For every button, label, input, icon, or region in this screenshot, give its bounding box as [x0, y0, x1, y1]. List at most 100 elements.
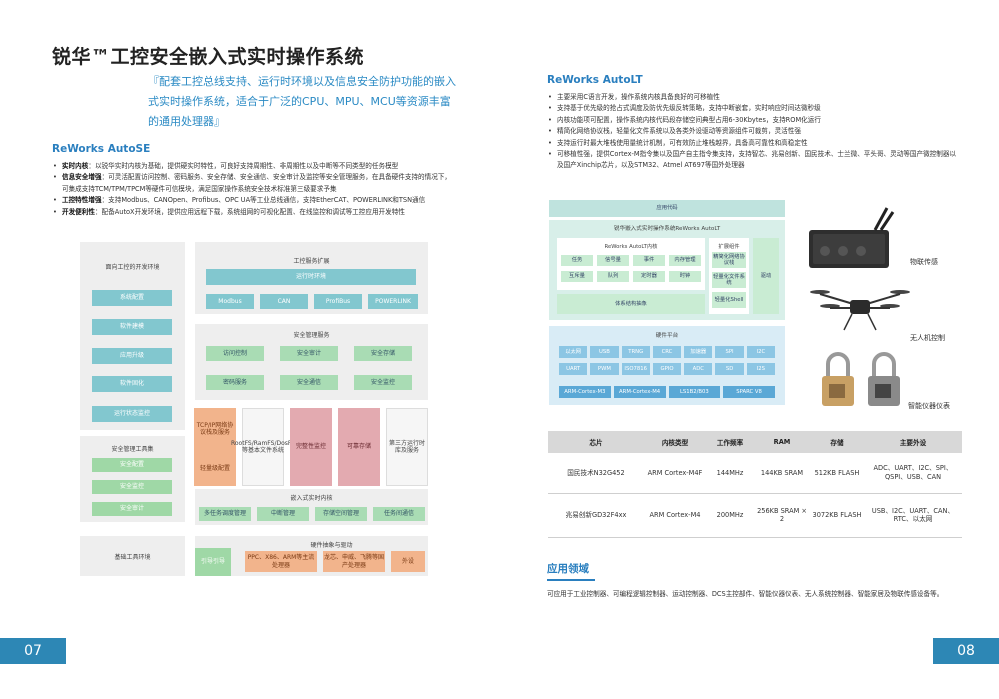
list-item: 开发便利性：配备AutoX开发环境，提供应用远程下载，系统组网的可视化配置、在线… — [52, 207, 452, 219]
hw-cell: LS1B2/B03 — [668, 386, 721, 398]
diagram-box-modeling: 软件建模 — [92, 319, 172, 335]
left-page: 锐华™工控安全嵌入式实时操作系统 『配套工控总线支持、运行时环境以及信息安全防护… — [0, 0, 499, 699]
diagram-box-upgrade: 应用升级 — [92, 348, 172, 364]
diagram-box-domestic-cpu: 龙芯、申威、飞腾等国产处理器 — [323, 551, 385, 572]
ext-filesystem: 轻量化文件系统 — [712, 272, 746, 288]
hw-cell: TRNG — [621, 346, 650, 358]
diagram-box-safety-config: 安全配置 — [92, 458, 172, 472]
page-title: 锐华™工控安全嵌入式实时操作系统 — [52, 46, 365, 68]
cell-task: 任务 — [561, 255, 593, 266]
table-cell: ARM Cortex-M4 — [644, 493, 706, 538]
list-item: 支持基于优先级的抢占式调度及防优先级反转策略，支持中断嵌套，实时响应时间达微秒级 — [547, 103, 961, 115]
chip-spec-table: 芯片 内核类型 工作频率 RAM 存储 主要外设 国民技术N32G452 ARM… — [548, 431, 962, 538]
table-row: 国民技术N32G452 ARM Cortex-M4F 144MHz 144KB … — [548, 453, 962, 494]
ext-title: 扩展组件 — [718, 244, 740, 250]
table-cell: ARM Cortex-M4F — [644, 453, 706, 494]
diagram-box-scheduling: 多任务调度管理 — [199, 507, 251, 521]
table-row: 兆易创新GD32F4xx ARM Cortex-M4 200MHz 256KB … — [548, 493, 962, 538]
dev-environment-title: 面向工控的开发环境 — [105, 264, 160, 271]
hw-cell: I2S — [746, 363, 775, 375]
cell-timer: 定时器 — [633, 271, 665, 282]
security-services-title: 安全管理服务 — [293, 332, 330, 339]
hw-cell: I2C — [746, 346, 775, 358]
diagram-box-tcpip: TCP/IP网络协议栈及服务 轻量级配置 — [194, 408, 236, 486]
dev-environment-panel — [80, 242, 185, 430]
hw-cell: CRC — [652, 346, 682, 358]
table-cell: 512KB FLASH — [810, 453, 864, 494]
diagram-box-can: CAN — [260, 294, 308, 309]
col-header-ram: RAM — [754, 431, 810, 453]
table-header-row: 芯片 内核类型 工作频率 RAM 存储 主要外设 — [548, 431, 962, 453]
autose-architecture-diagram: 面向工控的开发环境 系统配置 软件建模 应用升级 软件固化 运行状态监控 安全管… — [80, 242, 428, 580]
diagram-box-access-control: 访问控制 — [206, 346, 264, 361]
diagram-box-ipc: 任务间通信 — [373, 507, 425, 521]
diagram-box-trusted-storage: 可靠存储 — [338, 408, 380, 486]
diagram-box-profibus: ProfiBus — [314, 294, 362, 309]
diagram-box-interrupt: 中断管理 — [257, 507, 309, 521]
list-item: 实时内核：以锐华实时内核为基础，提供硬实时特性，可良好支持周期性、非周期性以及中… — [52, 161, 452, 173]
list-item: 内核功能项可配置，操作系统内核代码段存储空间典型占用6-30Kbytes，支持R… — [547, 115, 961, 127]
page-number-right: 08 — [933, 638, 999, 664]
col-header-freq: 工作频率 — [706, 431, 754, 453]
diagram-box-crypto: 密码服务 — [206, 375, 264, 390]
diagram-box-third-party: 第三方运行时库及服务 — [386, 408, 428, 486]
hw-cell: GPIO — [652, 363, 682, 375]
application-text: 可应用于工业控制器、可编程逻辑控制器、运动控制器、DCS主控部件、智能仪器仪表、… — [547, 590, 944, 598]
tcpip-label: TCP/IP网络协议栈及服务 — [196, 421, 234, 437]
diagram-box-modbus: Modbus — [206, 294, 254, 309]
table-cell: 国民技术N32G452 — [548, 453, 644, 494]
table-cell: 3072KB FLASH — [810, 493, 864, 538]
table-cell: 144MHz — [706, 453, 754, 494]
col-header-peripherals: 主要外设 — [864, 431, 962, 453]
hw-cell: UART — [559, 363, 588, 375]
table-cell: 200MHz — [706, 493, 754, 538]
os-title: 锐华嵌入式实时操作系统ReWorks AutoLT — [613, 226, 721, 232]
hw-cell: ARM-Cortex-M3 — [559, 386, 611, 398]
heading-underline — [547, 579, 595, 581]
diagram-box-runtime-monitor: 运行状态监控 — [92, 406, 172, 422]
hw-cell: PWM — [590, 363, 619, 375]
list-item: 工控特性增强：支持Modbus、CANOpen、Profibus、OPC UA等… — [52, 195, 452, 207]
table-cell: USB、I2C、UART、CAN、RTC、以太网 — [864, 493, 962, 538]
hw-cell: ARM-Cortex-M4 — [613, 386, 666, 398]
kernel-title: 嵌入式实时内核 — [290, 495, 333, 502]
hw-cell: 加速器 — [684, 346, 713, 358]
section-heading-autolt: ReWorks AutoLT — [547, 74, 643, 86]
page-number-left: 07 — [0, 638, 66, 664]
col-header-storage: 存储 — [810, 431, 864, 453]
cell-clock: 时钟 — [669, 271, 701, 282]
hw-cell: SPARC V8 — [723, 386, 775, 398]
hw-cell: ADC — [684, 363, 713, 375]
hw-cell: ISO7816 — [621, 363, 650, 375]
diagram-box-app-code: 应用代码 — [549, 200, 785, 217]
list-item: 精简化网络协议栈，轻量化文件系统以及各类外设驱动等资源组件可裁剪，灵活性强 — [547, 126, 961, 138]
hw-title: 硬件平台 — [655, 333, 679, 339]
list-item: 主要采用C语言开发，操作系统内核具备良好的可移植性 — [547, 92, 961, 104]
diagram-box-hal: 体系结构抽象 — [557, 294, 705, 314]
cell-memory: 内存管理 — [669, 255, 701, 266]
ext-services-title: 工控服务扩展 — [293, 258, 330, 265]
list-item: 支持运行时最大堆栈使用量统计机制，可有效防止堆栈越界，具备高可靠性和高稳定性 — [547, 138, 961, 150]
cell-semaphore: 信号量 — [597, 255, 629, 266]
section-heading-autose: ReWorks AutoSE — [52, 143, 151, 155]
ext-netstack: 精简化网络协议栈 — [712, 252, 746, 268]
cell-event: 事件 — [633, 255, 665, 266]
ext-shell: 轻量化Shell — [712, 292, 746, 308]
lightweight-label: 轻量级配置 — [199, 464, 230, 472]
autose-feature-list: 实时内核：以锐华实时内核为基础，提供硬实时特性，可良好支持周期性、非周期性以及中… — [52, 161, 452, 218]
diagram-box-memory: 存储空间管理 — [315, 507, 367, 521]
application-heading: 应用领域 — [547, 563, 589, 575]
hw-cell: USB — [590, 346, 619, 358]
autolt-kernel-title: ReWorks AutoLT内核 — [604, 244, 658, 250]
col-header-core: 内核类型 — [644, 431, 706, 453]
diagram-box-mainstream-cpu: PPC、X86、ARM等主流处理器 — [245, 551, 317, 572]
hw-cell: SPI — [715, 346, 744, 358]
list-item: 信息安全增强：可灵活配置访问控制、密码服务、安全存储、安全通信、安全审计及监控等… — [52, 172, 452, 195]
diagram-box-safety-audit: 安全审计 — [92, 502, 172, 516]
diagram-box-peripherals: 外设 — [391, 551, 425, 572]
list-item: 可移植性强，提供Cortex-M指令集以及国产自主指令集支持，支持智芯、兆易创新… — [547, 149, 961, 172]
page-subtitle: 『配套工控总线支持、运行时环境以及信息安全防护功能的嵌入式实时操作系统，适合于广… — [148, 75, 456, 128]
